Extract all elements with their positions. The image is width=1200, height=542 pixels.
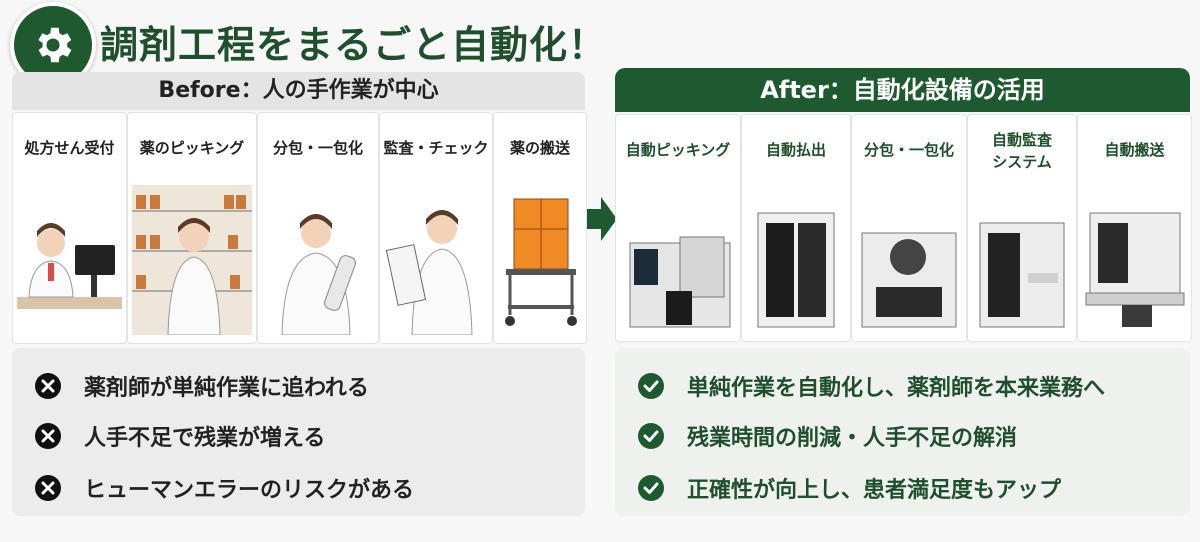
x-circle-icon (35, 373, 61, 399)
pharmacist-packaging-illustration (281, 214, 356, 335)
after-step-packaging: 分包・一包化 (851, 114, 967, 342)
pharmacist-at-computer-illustration (17, 223, 122, 309)
auto-picking-machine-illustration (629, 236, 731, 328)
page-title: 調剤工程をまるごと自動化！ (100, 23, 608, 67)
x-circle-icon (35, 423, 61, 449)
problem-text: 人手不足で残業が増える (84, 426, 326, 451)
after-step-auto-picking: 自動ピッキング (615, 114, 741, 342)
before-step-picking: 薬のピッキング (127, 112, 257, 344)
after-step-auto-inspection: 自動監査 システム (967, 114, 1077, 342)
step-label: 自動ピッキング (625, 141, 731, 159)
check-circle-icon (638, 475, 664, 501)
problem-item: 人手不足で残業が増える (34, 420, 325, 452)
check-circle-icon (638, 423, 664, 449)
benefit-item: 単純作業を自動化し、薬剤師を本来業務へ (637, 370, 1105, 402)
auto-dispense-machine-illustration (757, 212, 835, 328)
gear-icon (38, 27, 72, 63)
step-label: 薬の搬送 (509, 139, 570, 157)
x-circle-icon (35, 475, 61, 501)
benefit-item: 正確性が向上し、患者満足度もアップ (637, 472, 1061, 504)
benefit-text: 残業時間の削減・人手不足の解消 (687, 426, 1018, 451)
pharmacist-picking-illustration (132, 185, 252, 335)
problem-item: 薬剤師が単純作業に追われる (34, 370, 369, 402)
benefit-item: 残業時間の削減・人手不足の解消 (637, 420, 1017, 452)
benefit-text: 単純作業を自動化し、薬剤師を本来業務へ (687, 376, 1106, 401)
step-label: 自動監査 システム (991, 131, 1052, 171)
step-label: 監査・チェック (383, 139, 489, 157)
before-header: Before：人の手作業が中心 (12, 72, 585, 110)
before-step-packaging: 分包・一包化 (257, 112, 379, 344)
pharmacist-inspection-illustration (385, 210, 473, 335)
step-label: 分包・一包化 (272, 139, 363, 157)
auto-transport-machine-illustration (1085, 212, 1185, 327)
step-label: 処方せん受付 (24, 139, 115, 157)
step-label: 分包・一包化 (863, 141, 954, 159)
step-label: 自動払出 (765, 141, 826, 159)
problem-text: ヒューマンエラーのリスクがある (84, 478, 415, 503)
before-step-inspection: 監査・チェック (379, 112, 493, 344)
after-step-auto-transport: 自動搬送 (1077, 114, 1192, 342)
after-step-auto-dispense: 自動払出 (741, 114, 851, 342)
packaging-machine-illustration (861, 232, 957, 328)
before-step-reception: 処方せん受付 (12, 112, 127, 344)
benefit-text: 正確性が向上し、患者満足度もアップ (687, 478, 1062, 503)
problem-text: 薬剤師が単純作業に追われる (84, 376, 369, 401)
step-label: 自動搬送 (1104, 141, 1165, 159)
arrow-right-icon (587, 197, 617, 241)
check-circle-icon (638, 373, 664, 399)
problems-panel: 薬剤師が単純作業に追われる 人手不足で残業が増える ヒューマンエラーのリスクがあ… (12, 348, 585, 516)
after-header: After：自動化設備の活用 (615, 68, 1190, 112)
step-label: 薬のピッキング (139, 139, 245, 157)
before-step-transport: 薬の搬送 (493, 112, 587, 344)
cart-with-boxes-illustration (505, 198, 577, 326)
auto-inspection-system-illustration (979, 222, 1065, 328)
problem-item: ヒューマンエラーのリスクがある (34, 472, 414, 504)
benefits-panel: 単純作業を自動化し、薬剤師を本来業務へ 残業時間の削減・人手不足の解消 正確性が… (615, 348, 1190, 516)
